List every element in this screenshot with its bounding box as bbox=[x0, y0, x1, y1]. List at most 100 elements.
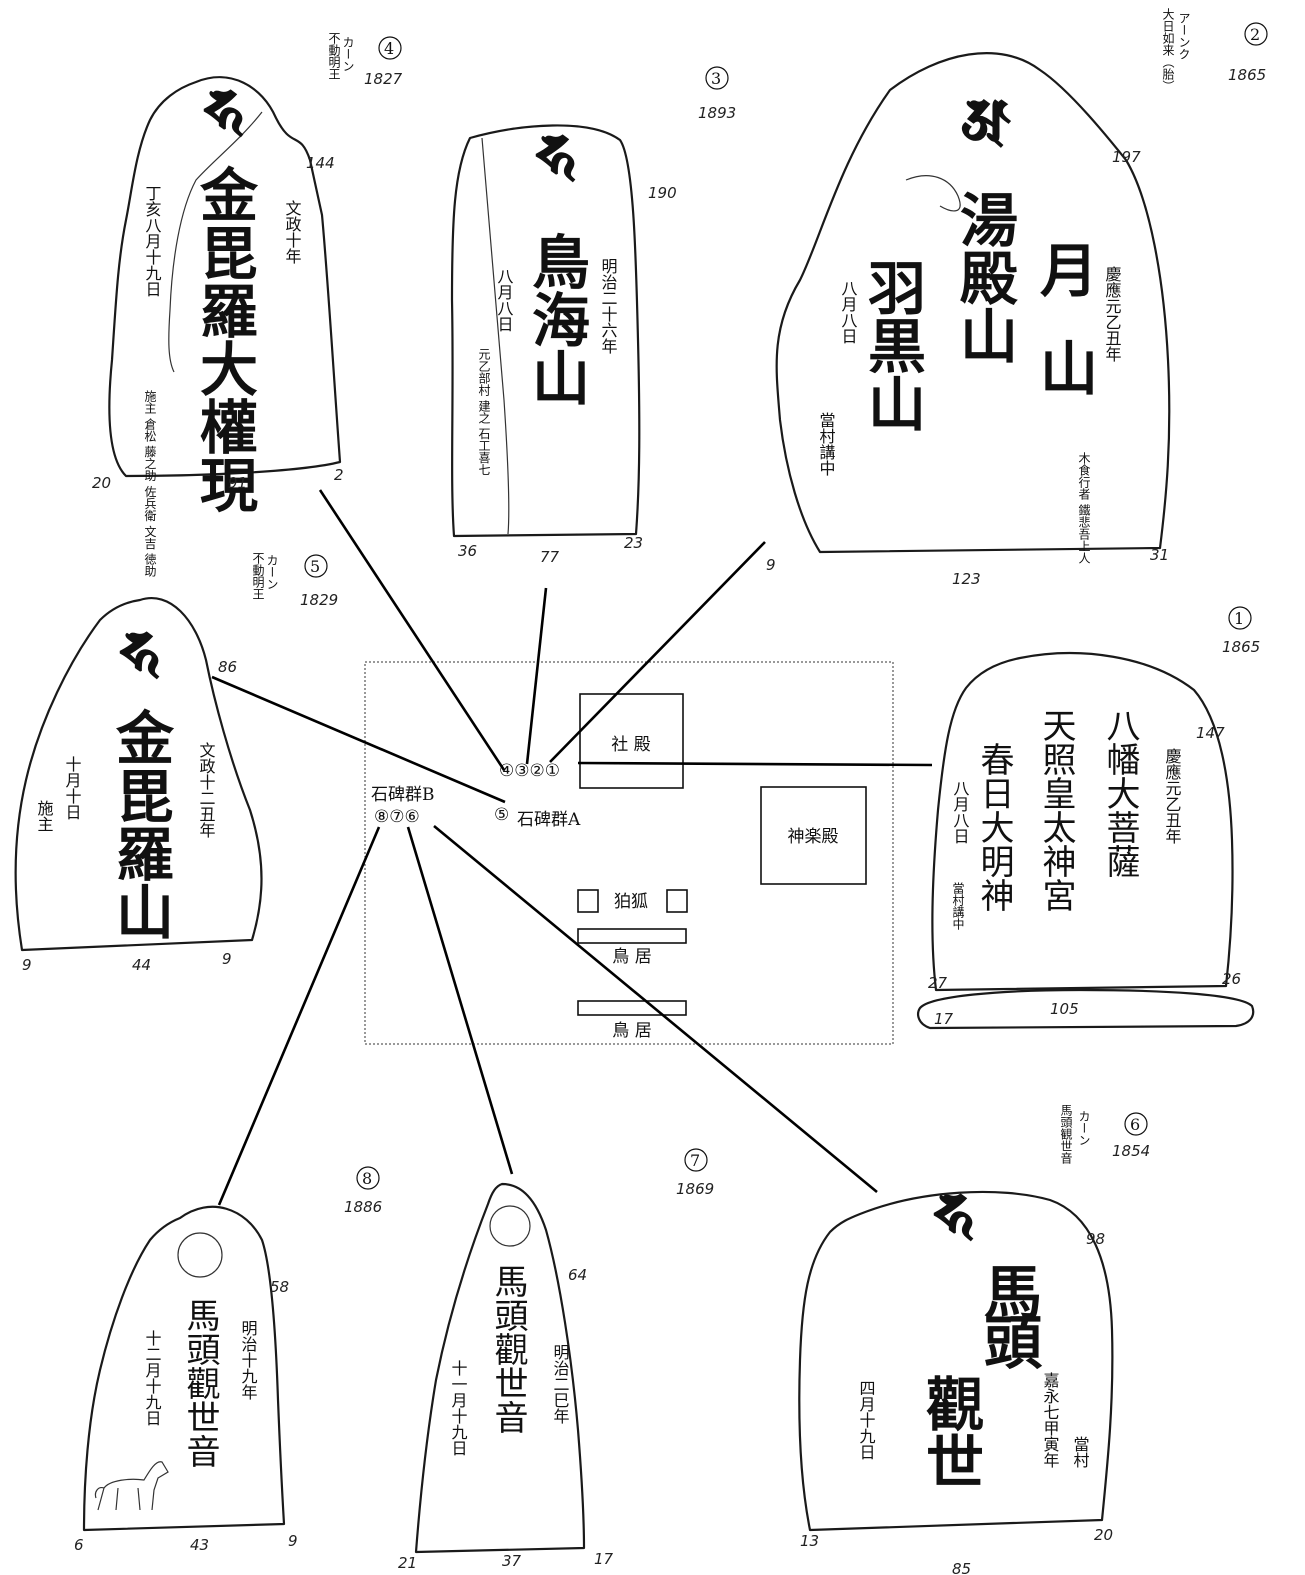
stone-3-outline bbox=[450, 124, 641, 538]
horse-icon bbox=[94, 1461, 169, 1511]
stone-4-year: 1827 bbox=[364, 70, 403, 88]
stone-5-dim-right: 9 bbox=[222, 950, 232, 968]
stone-1-marker-circle bbox=[1228, 606, 1252, 630]
stone-5-outline bbox=[14, 597, 263, 952]
stone-2-sanskrit: 𑖁 bbox=[961, 86, 1012, 154]
stone-1-dim-left: 27 bbox=[928, 974, 948, 992]
stone-6-outline bbox=[798, 1190, 1114, 1532]
komainu-label: 狛狐 bbox=[614, 892, 648, 912]
stone-4-dim-right: 2 bbox=[334, 466, 344, 484]
stone-4-side-right: 文政十年 bbox=[283, 200, 302, 264]
marker-1: ① bbox=[545, 761, 560, 781]
stone-5-dim-left: 9 bbox=[22, 956, 32, 974]
stone-3-dim-right: 23 bbox=[624, 534, 643, 552]
stone-1-outline bbox=[931, 652, 1234, 992]
stone-3-side-right: 明治二十六年 bbox=[599, 258, 618, 354]
stone-5-main: 金毘羅山 bbox=[106, 708, 174, 940]
stone-2-year: 1865 bbox=[1228, 66, 1266, 84]
stone-7-side-left: 十一月十九日 bbox=[449, 1360, 468, 1456]
stone-2-marker-circle bbox=[1244, 22, 1268, 46]
leader-stone-1 bbox=[577, 761, 933, 767]
stone-4-marker-circle bbox=[378, 36, 402, 60]
stone-1: 八幡大菩薩 天照皇太神宮 春日大明神 慶應元乙丑年 八月八日 當村講中 147 … bbox=[917, 606, 1260, 1030]
stone-7-side-right: 明治二巳年 bbox=[551, 1344, 570, 1424]
stone-4-main: 金毘羅大權現 bbox=[190, 165, 258, 513]
stone-2-marker: 2 bbox=[1250, 25, 1260, 44]
stone-3: 𑖮 鳥海山 明治二十六年 八月八日 元乙部村 建之 石工喜七 190 36 77… bbox=[450, 66, 736, 566]
stone-5-donor: 施主 bbox=[35, 800, 54, 832]
stone-2-outline bbox=[775, 52, 1171, 554]
stone-8-outline bbox=[82, 1205, 286, 1532]
leader-stone-3 bbox=[525, 587, 548, 765]
marker-2: ② bbox=[530, 761, 545, 781]
torii-lower-box bbox=[577, 1000, 687, 1016]
stone-8-hole bbox=[177, 1232, 223, 1278]
stone-7-dim-left: 21 bbox=[398, 1554, 417, 1572]
stone-1-marker: 1 bbox=[1234, 609, 1244, 628]
stone-5-year: 1829 bbox=[300, 591, 338, 609]
leader-stone-6 bbox=[433, 824, 878, 1194]
leader-stone-7 bbox=[406, 826, 514, 1175]
kagura-hall-box bbox=[760, 786, 867, 885]
stone-7-year: 1869 bbox=[676, 1180, 714, 1198]
stone-7-marker-circle bbox=[684, 1148, 708, 1172]
stone-1-dim-top: 147 bbox=[1196, 724, 1225, 742]
stone-5-side-right: 文政十二丑年 bbox=[197, 742, 216, 838]
stone-4: 𑖮 金毘羅大權現 文政十年 丁亥八月十九日 施主 倉松 藤之助 佐兵衛 文吉 徳… bbox=[92, 32, 403, 577]
stone-1-base bbox=[917, 988, 1255, 1030]
stone-4-outline bbox=[108, 76, 342, 478]
group-b-label: 石碑群B bbox=[371, 785, 435, 805]
stone-4-crack bbox=[168, 111, 263, 373]
stone-6-main-center: 觀世 bbox=[916, 1374, 984, 1490]
komainu-left-box bbox=[577, 889, 599, 913]
stone-4-dim-width: 91 bbox=[228, 474, 247, 492]
stone-2-side-left: 八月八日 bbox=[839, 280, 858, 344]
stone-1-side-left: 八月八日 bbox=[951, 780, 970, 844]
stone-8-dim-top: 58 bbox=[270, 1278, 289, 1296]
stone-4-dim-top: 144 bbox=[306, 154, 335, 172]
stone-8-dim-width: 43 bbox=[190, 1536, 209, 1554]
stone-5-side-left: 十月十日 bbox=[63, 756, 82, 820]
stone-2-note-2: 大日如来（胎） bbox=[1161, 8, 1175, 92]
stone-2-main-left: 羽黒山 bbox=[858, 258, 926, 432]
stone-6-main-right: 馬頭 bbox=[974, 1262, 1042, 1370]
stone-1-side-right: 慶應元乙丑年 bbox=[1163, 748, 1182, 844]
stone-5-marker-circle bbox=[304, 554, 328, 578]
site-map: 社 殿 神楽殿 狛狐 鳥 居 鳥 居 ④③②① ⑤ 石碑群A 石碑群B ⑧⑦⑥ bbox=[364, 661, 894, 1045]
stone-3-sanskrit: 𑖮 bbox=[536, 121, 577, 189]
stone-6-dim-left: 13 bbox=[800, 1532, 819, 1550]
stone-6-year: 1854 bbox=[1112, 1142, 1150, 1160]
stone-6-note-1: カーン bbox=[1077, 1110, 1091, 1146]
stone-8-dim-left: 6 bbox=[74, 1536, 84, 1554]
marker-3: ③ bbox=[514, 761, 529, 781]
stone-6-donor: 當村 bbox=[1071, 1436, 1090, 1468]
stone-1-col-center: 天照皇太神宮 bbox=[1036, 708, 1076, 912]
stone-3-edge bbox=[481, 137, 510, 535]
stone-1-year: 1865 bbox=[1222, 638, 1260, 656]
stone-1-col-right: 八幡大菩薩 bbox=[1100, 708, 1140, 878]
stone-4-note-1: カーン bbox=[341, 36, 355, 72]
stone-4-side-left: 丁亥八月十九日 bbox=[143, 185, 162, 297]
stone-8-dim-right: 9 bbox=[288, 1532, 298, 1550]
leader-stone-4 bbox=[318, 489, 506, 771]
stone-2-note-1: アーンク bbox=[1177, 12, 1191, 60]
stone-8-side-right: 明治十九年 bbox=[239, 1320, 258, 1400]
stone-6-side-left: 四月十九日 bbox=[857, 1380, 876, 1460]
stone-1-donor: 當村講中 bbox=[951, 882, 965, 930]
group-a-label: 石碑群A bbox=[517, 810, 581, 830]
stone-3-dim-top: 190 bbox=[648, 184, 677, 202]
stone-7-dim-top: 64 bbox=[568, 1266, 587, 1284]
stone-7-hole bbox=[489, 1205, 531, 1247]
stone-7-dim-width: 37 bbox=[502, 1552, 522, 1570]
stone-4-donor: 施主 倉松 藤之助 佐兵衛 文吉 徳助 bbox=[143, 390, 157, 578]
stone-8-side-left: 十二月十九日 bbox=[143, 1330, 162, 1426]
stone-4-sanskrit: 𑖮 bbox=[204, 76, 245, 144]
leader-stone-8 bbox=[217, 826, 381, 1206]
stone-2-dim-left: 9 bbox=[766, 556, 776, 574]
shrine-hall-box bbox=[579, 693, 684, 789]
torii-upper-box bbox=[577, 928, 687, 944]
stone-8-main: 馬頭觀世音 bbox=[180, 1298, 220, 1468]
stone-3-marker-circle bbox=[705, 66, 729, 90]
stone-2-side-right: 慶應元乙丑年 bbox=[1103, 266, 1122, 362]
group-a-markers: ④③②① bbox=[499, 761, 560, 781]
